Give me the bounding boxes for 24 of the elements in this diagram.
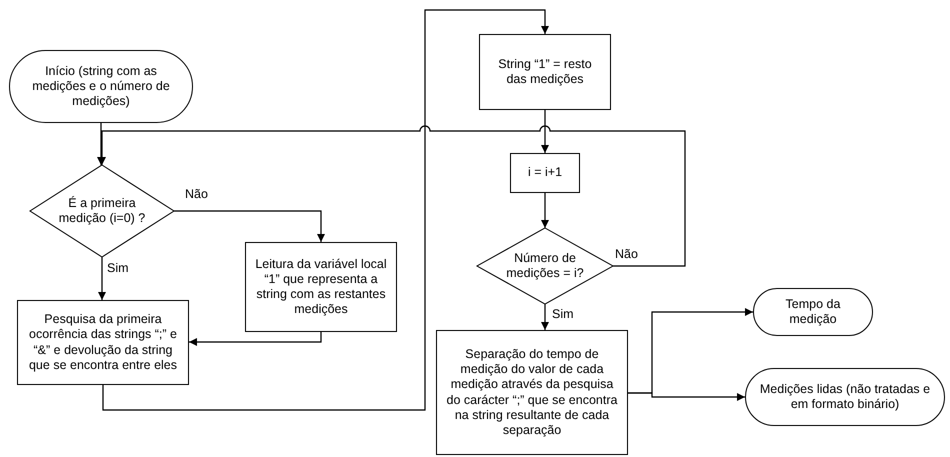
node-text: String “1” = resto das medições (497, 56, 593, 88)
terminator-shape (753, 288, 873, 336)
arrow (102, 9, 549, 411)
node-text: Início (string com as medições e o número de medições) (31, 64, 171, 110)
arrow (174, 210, 325, 242)
arrow (628, 392, 745, 401)
process-box (17, 300, 189, 385)
node-text: Pesquisa da primeira ocorrência das strings “;” e “&” e devolução da string que se encontra entre eles (28, 312, 178, 373)
node-text: Tempo da medição (784, 296, 842, 328)
node-text: Medições lidas (não tratadas e em formato binário) (758, 382, 932, 412)
arrow (189, 332, 322, 346)
arrow (98, 257, 106, 300)
arrow (541, 193, 549, 228)
node-text: i = i+1 (528, 165, 562, 181)
node-text: Número de medições = i? (505, 250, 585, 282)
arrow (541, 110, 549, 153)
process-box (479, 34, 611, 110)
process-box (245, 242, 397, 332)
node-text: É a primeira medição (i=0) ? (58, 196, 146, 226)
process-box (436, 330, 628, 455)
arrow (541, 304, 549, 330)
node-text: Leitura da variável local “1” que representa a string com as restantes medições (254, 256, 388, 318)
node-text: Separação do tempo de medição do valor de cada medição através da pesquisa do carácter “;” que se encontra na string resultante de cada separação (446, 346, 618, 438)
process-box (510, 153, 580, 193)
